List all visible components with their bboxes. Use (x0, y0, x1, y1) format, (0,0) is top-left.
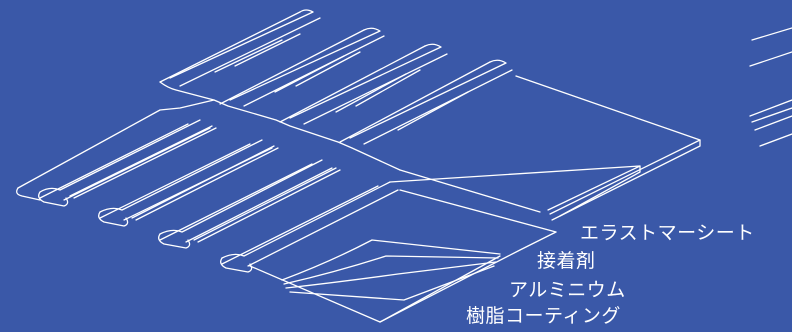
layer-label-resin-coating: 樹脂コーティング (466, 305, 621, 327)
layer-label-aluminium: アルミニウム (509, 279, 626, 301)
layer-label-elastomer-sheet: エラストマーシート (580, 222, 755, 244)
lower-panel-row (16, 99, 641, 323)
layer-label-adhesive: 接着剤 (537, 250, 596, 272)
peeled-layers (281, 239, 501, 301)
upper-panel-row (159, 9, 701, 221)
right-fragment-lines (749, 27, 792, 147)
